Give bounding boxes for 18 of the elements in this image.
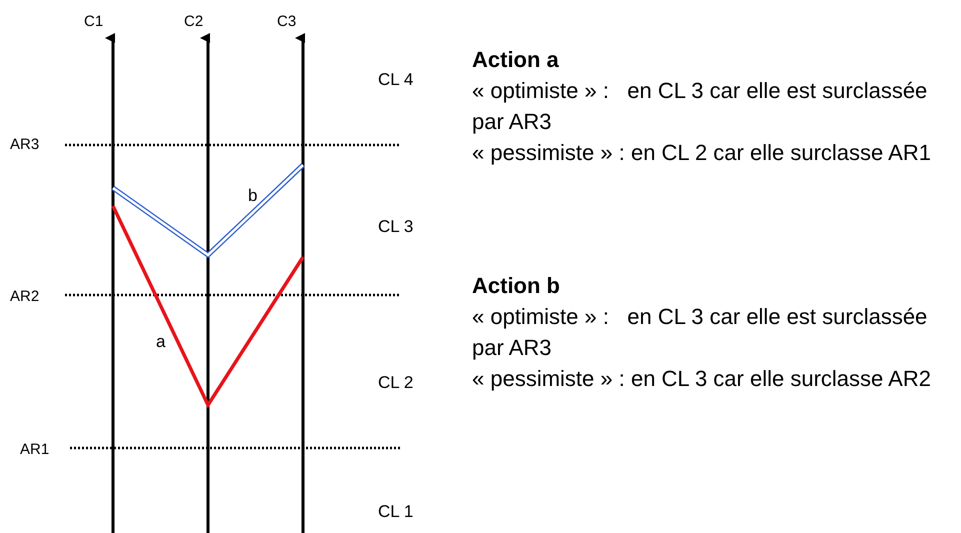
axis-label: C1: [84, 12, 104, 32]
profile-label: AR2: [10, 287, 40, 307]
category-label: CL 4: [378, 70, 414, 90]
category-label: CL 2: [378, 373, 414, 393]
explanation-text: « pessimiste » : en CL 2 car elle surclasse AR1: [472, 139, 932, 167]
section-heading: Action a: [472, 46, 560, 74]
axis-label: C3: [277, 12, 296, 32]
section-heading: Action b: [472, 272, 561, 300]
explanation-text: « pessimiste » : en CL 3 car elle surclasse AR2: [472, 365, 932, 393]
category-label: CL 3: [378, 217, 414, 237]
explanation-text: « optimiste » : en CL 3 car elle est surclassée par AR3: [472, 303, 928, 362]
explanation-text: « optimiste » : en CL 3 car elle est surclassée par AR3: [472, 77, 928, 136]
line-label: a: [156, 332, 166, 352]
profile-label: AR3: [10, 135, 40, 155]
category-label: CL 1: [378, 502, 414, 522]
line-label: b: [248, 186, 258, 206]
profile-label: AR1: [20, 440, 50, 460]
axis-label: C2: [184, 12, 204, 32]
